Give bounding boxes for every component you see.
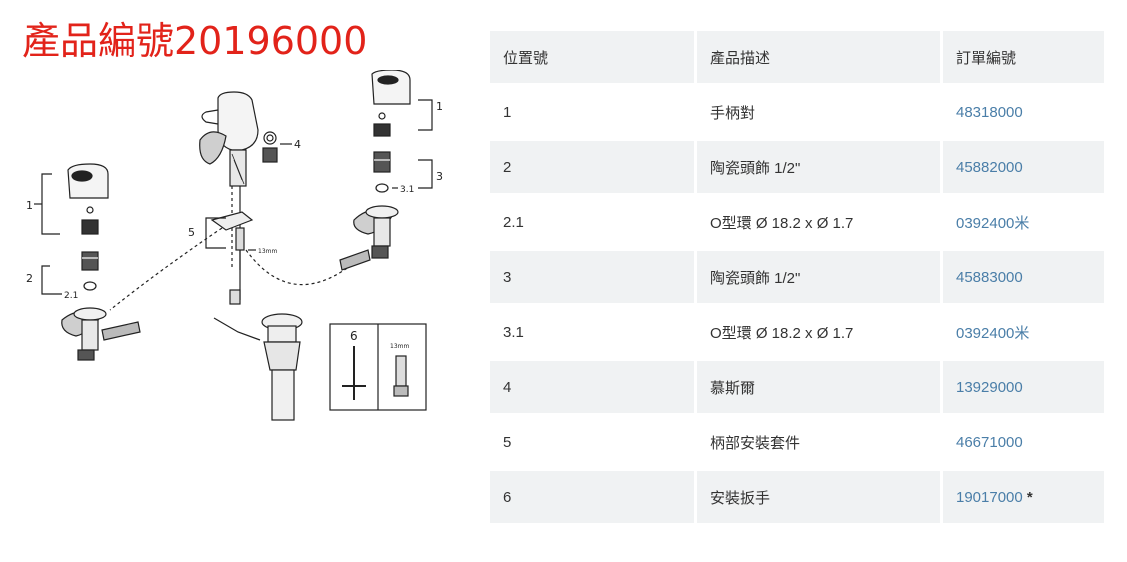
cell-order-number[interactable]: 45882000 — [943, 141, 1104, 193]
cell-order-number[interactable]: 0392400米 — [943, 306, 1104, 358]
header-position: 位置號 — [490, 31, 694, 83]
header-description: 產品描述 — [697, 31, 940, 83]
order-number-link[interactable]: 45883000 — [956, 268, 1023, 286]
cell-order-number[interactable]: 45883000 — [943, 251, 1104, 303]
order-number-link[interactable]: 19017000 — [956, 488, 1023, 506]
diagram-label-4: 4 — [294, 138, 301, 151]
cell-description: O型環 Ø 18.2 x Ø 1.7 — [697, 196, 940, 248]
diagram-label-2: 2 — [26, 272, 33, 285]
cell-position: 2.1 — [490, 196, 694, 248]
table-row: 3.1 O型環 Ø 18.2 x Ø 1.7 0392400米 — [490, 306, 1104, 358]
parts-table: 位置號 產品描述 訂單編號 1 手柄對 48318000 2 陶瓷頭飾 1/2"… — [487, 28, 1107, 526]
diagram-label-1-right: 1 — [436, 100, 443, 113]
table-row: 4 慕斯爾 13929000 — [490, 361, 1104, 413]
cell-position: 5 — [490, 416, 694, 468]
cell-description: 安裝扳手 — [697, 471, 940, 523]
diagram-label-5: 5 — [188, 226, 195, 239]
diagram-label-1: 1 — [26, 199, 33, 212]
cell-description: 慕斯爾 — [697, 361, 940, 413]
cell-description: 手柄對 — [697, 86, 940, 138]
diagram-inset-label: 6 — [350, 329, 358, 343]
cell-description: O型環 Ø 18.2 x Ø 1.7 — [697, 306, 940, 358]
cell-description: 陶瓷頭飾 1/2" — [697, 251, 940, 303]
cell-position: 3 — [490, 251, 694, 303]
order-number-link[interactable]: 46671000 — [956, 433, 1023, 451]
order-number-link[interactable]: 0392400米 — [956, 324, 1030, 342]
cell-position: 6 — [490, 471, 694, 523]
table-row: 2 陶瓷頭飾 1/2" 45882000 — [490, 141, 1104, 193]
order-number-link[interactable]: 0392400米 — [956, 214, 1030, 232]
product-title: 產品編號20196000 — [22, 19, 368, 63]
cell-position: 2 — [490, 141, 694, 193]
cell-order-number[interactable]: 13929000 — [943, 361, 1104, 413]
table-header-row: 位置號 產品描述 訂單編號 — [490, 31, 1104, 83]
cell-order-number[interactable]: 19017000 * — [943, 471, 1104, 523]
order-number-link[interactable]: 13929000 — [956, 378, 1023, 396]
cell-order-number[interactable]: 0392400米 — [943, 196, 1104, 248]
table-row: 5 柄部安裝套件 46671000 — [490, 416, 1104, 468]
order-number-link[interactable]: 48318000 — [956, 103, 1023, 121]
table-row: 1 手柄對 48318000 — [490, 86, 1104, 138]
header-order-number: 訂單編號 — [943, 31, 1104, 83]
diagram-label-3: 3 — [436, 170, 443, 183]
diagram-dimension-inset: 13mm — [390, 343, 409, 350]
cell-position: 1 — [490, 86, 694, 138]
cell-position: 4 — [490, 361, 694, 413]
cell-description: 陶瓷頭飾 1/2" — [697, 141, 940, 193]
table-row: 6 安裝扳手 19017000 * — [490, 471, 1104, 523]
table-row: 2.1 O型環 Ø 18.2 x Ø 1.7 0392400米 — [490, 196, 1104, 248]
cell-order-number[interactable]: 46671000 — [943, 416, 1104, 468]
table-row: 3 陶瓷頭飾 1/2" 45883000 — [490, 251, 1104, 303]
cell-order-number[interactable]: 48318000 — [943, 86, 1104, 138]
cell-position: 3.1 — [490, 306, 694, 358]
order-number-link[interactable]: 45882000 — [956, 158, 1023, 176]
diagram-label-2-1: 2.1 — [64, 291, 78, 301]
asterisk-mark: * — [1026, 488, 1033, 506]
diagram-label-3-1: 3.1 — [400, 185, 414, 195]
exploded-parts-diagram: 1 2 2.1 3 3.1 4 5 1 13mm 6 13mm — [26, 70, 443, 421]
diagram-dimension-main: 13mm — [258, 248, 277, 255]
cell-description: 柄部安裝套件 — [697, 416, 940, 468]
